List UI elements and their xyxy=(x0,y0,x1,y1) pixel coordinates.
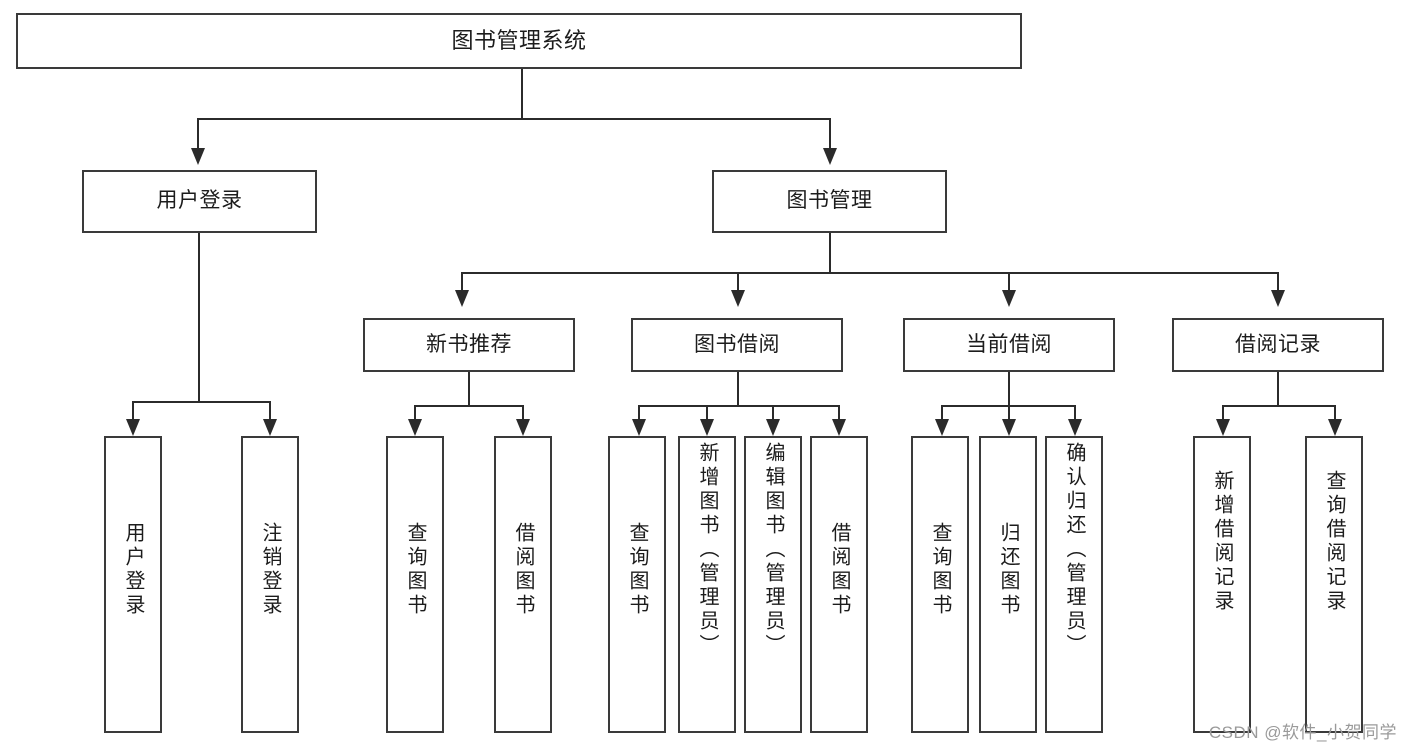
leaf-new-book-borrow[interactable]: 借阅图书 xyxy=(494,436,552,733)
node-label: 注销登录 xyxy=(259,522,281,618)
node-label: 图书借阅 xyxy=(694,332,780,356)
connector-leg-book-manage xyxy=(829,118,831,148)
connector-leg-br-1 xyxy=(1222,405,1224,419)
arrow-l3-1 xyxy=(455,290,469,307)
node-label: 当前借阅 xyxy=(966,332,1052,356)
connector-leg-bb-1 xyxy=(638,405,640,419)
node-label: 查询借阅记录 xyxy=(1323,470,1345,614)
connector-nbr-bus xyxy=(414,405,524,407)
connector-br-bus xyxy=(1222,405,1336,407)
arrow-br-1 xyxy=(1216,419,1230,436)
node-root-system[interactable]: 图书管理系统 xyxy=(16,13,1022,69)
node-label: 归还图书 xyxy=(997,522,1019,618)
leaf-book-borrow-borrow[interactable]: 借阅图书 xyxy=(810,436,868,733)
connector-root-drop xyxy=(521,69,523,119)
connector-book-manage-bus xyxy=(461,272,1277,274)
leaf-book-borrow-edit[interactable]: 编辑图书（管理员） xyxy=(744,436,802,733)
node-current-borrow[interactable]: 当前借阅 xyxy=(903,318,1115,372)
node-book-borrow[interactable]: 图书借阅 xyxy=(631,318,843,372)
connector-leg-cb-1 xyxy=(941,405,943,419)
arrow-ul-2 xyxy=(263,419,277,436)
connector-leg-cb-2 xyxy=(1008,405,1010,419)
arrow-bb-3 xyxy=(766,419,780,436)
arrow-cb-1 xyxy=(935,419,949,436)
node-new-book-recommend[interactable]: 新书推荐 xyxy=(363,318,575,372)
arrow-cb-2 xyxy=(1002,419,1016,436)
leaf-book-borrow-add[interactable]: 新增图书（管理员） xyxy=(678,436,736,733)
node-label: 查询图书 xyxy=(626,522,648,618)
connector-leg-l3-4 xyxy=(1277,272,1279,290)
arrow-book-manage xyxy=(823,148,837,165)
arrow-bb-2 xyxy=(700,419,714,436)
connector-nbr-drop xyxy=(468,372,470,405)
connector-leg-l3-1 xyxy=(461,272,463,290)
leaf-user-login-login[interactable]: 用户登录 xyxy=(104,436,162,733)
connector-leg-nbr-2 xyxy=(522,405,524,419)
node-label: 图书管理 xyxy=(786,189,873,213)
connector-root-bus xyxy=(197,118,831,120)
arrow-l3-2 xyxy=(731,290,745,307)
connector-leg-l3-3 xyxy=(1008,272,1010,290)
connector-leg-user-login xyxy=(197,118,199,148)
arrow-nbr-2 xyxy=(516,419,530,436)
watermark-text: CSDN @软件_小贺同学 xyxy=(1208,723,1397,742)
leaf-current-borrow-query[interactable]: 查询图书 xyxy=(911,436,969,733)
connector-user-login-drop xyxy=(198,233,200,401)
connector-book-manage-drop xyxy=(829,233,831,272)
arrow-ul-1 xyxy=(126,419,140,436)
connector-bb-drop xyxy=(737,372,739,405)
arrow-l3-3 xyxy=(1002,290,1016,307)
arrow-cb-3 xyxy=(1068,419,1082,436)
node-label: 查询图书 xyxy=(404,522,426,618)
arrow-bb-4 xyxy=(832,419,846,436)
arrow-nbr-1 xyxy=(408,419,422,436)
node-user-login[interactable]: 用户登录 xyxy=(82,170,317,233)
node-label: 借阅图书 xyxy=(828,522,850,618)
connector-leg-ul-2 xyxy=(269,401,271,419)
arrow-l3-4 xyxy=(1271,290,1285,307)
leaf-current-borrow-return[interactable]: 归还图书 xyxy=(979,436,1037,733)
connector-leg-br-2 xyxy=(1334,405,1336,419)
node-label: 借阅记录 xyxy=(1235,332,1321,356)
node-label: 新增图书（管理员） xyxy=(696,442,718,658)
node-label: 新增借阅记录 xyxy=(1211,470,1233,614)
node-label: 借阅图书 xyxy=(512,522,534,618)
node-label: 用户登录 xyxy=(156,189,243,213)
node-label: 用户登录 xyxy=(122,522,144,618)
node-label: 新书推荐 xyxy=(426,332,512,356)
connector-cb-drop xyxy=(1008,372,1010,405)
connector-leg-cb-3 xyxy=(1074,405,1076,419)
leaf-borrow-record-add[interactable]: 新增借阅记录 xyxy=(1193,436,1251,733)
connector-leg-bb-3 xyxy=(772,405,774,419)
arrow-bb-1 xyxy=(632,419,646,436)
leaf-borrow-record-query[interactable]: 查询借阅记录 xyxy=(1305,436,1363,733)
leaf-current-borrow-confirm[interactable]: 确认归还（管理员） xyxy=(1045,436,1103,733)
arrow-user-login xyxy=(191,148,205,165)
connector-bb-bus xyxy=(638,405,838,407)
node-label: 编辑图书（管理员） xyxy=(762,442,784,658)
connector-leg-bb-4 xyxy=(838,405,840,419)
node-borrow-record[interactable]: 借阅记录 xyxy=(1172,318,1384,372)
node-label: 确认归还（管理员） xyxy=(1063,442,1085,658)
connector-user-login-bus xyxy=(132,401,271,403)
node-book-management[interactable]: 图书管理 xyxy=(712,170,947,233)
leaf-book-borrow-query[interactable]: 查询图书 xyxy=(608,436,666,733)
connector-leg-ul-1 xyxy=(132,401,134,419)
connector-leg-nbr-1 xyxy=(414,405,416,419)
leaf-new-book-query[interactable]: 查询图书 xyxy=(386,436,444,733)
arrow-br-2 xyxy=(1328,419,1342,436)
node-label: 图书管理系统 xyxy=(451,28,587,54)
connector-br-drop xyxy=(1277,372,1279,405)
node-label: 查询图书 xyxy=(929,522,951,618)
leaf-user-login-logout[interactable]: 注销登录 xyxy=(241,436,299,733)
connector-leg-bb-2 xyxy=(706,405,708,419)
connector-leg-l3-2 xyxy=(737,272,739,290)
